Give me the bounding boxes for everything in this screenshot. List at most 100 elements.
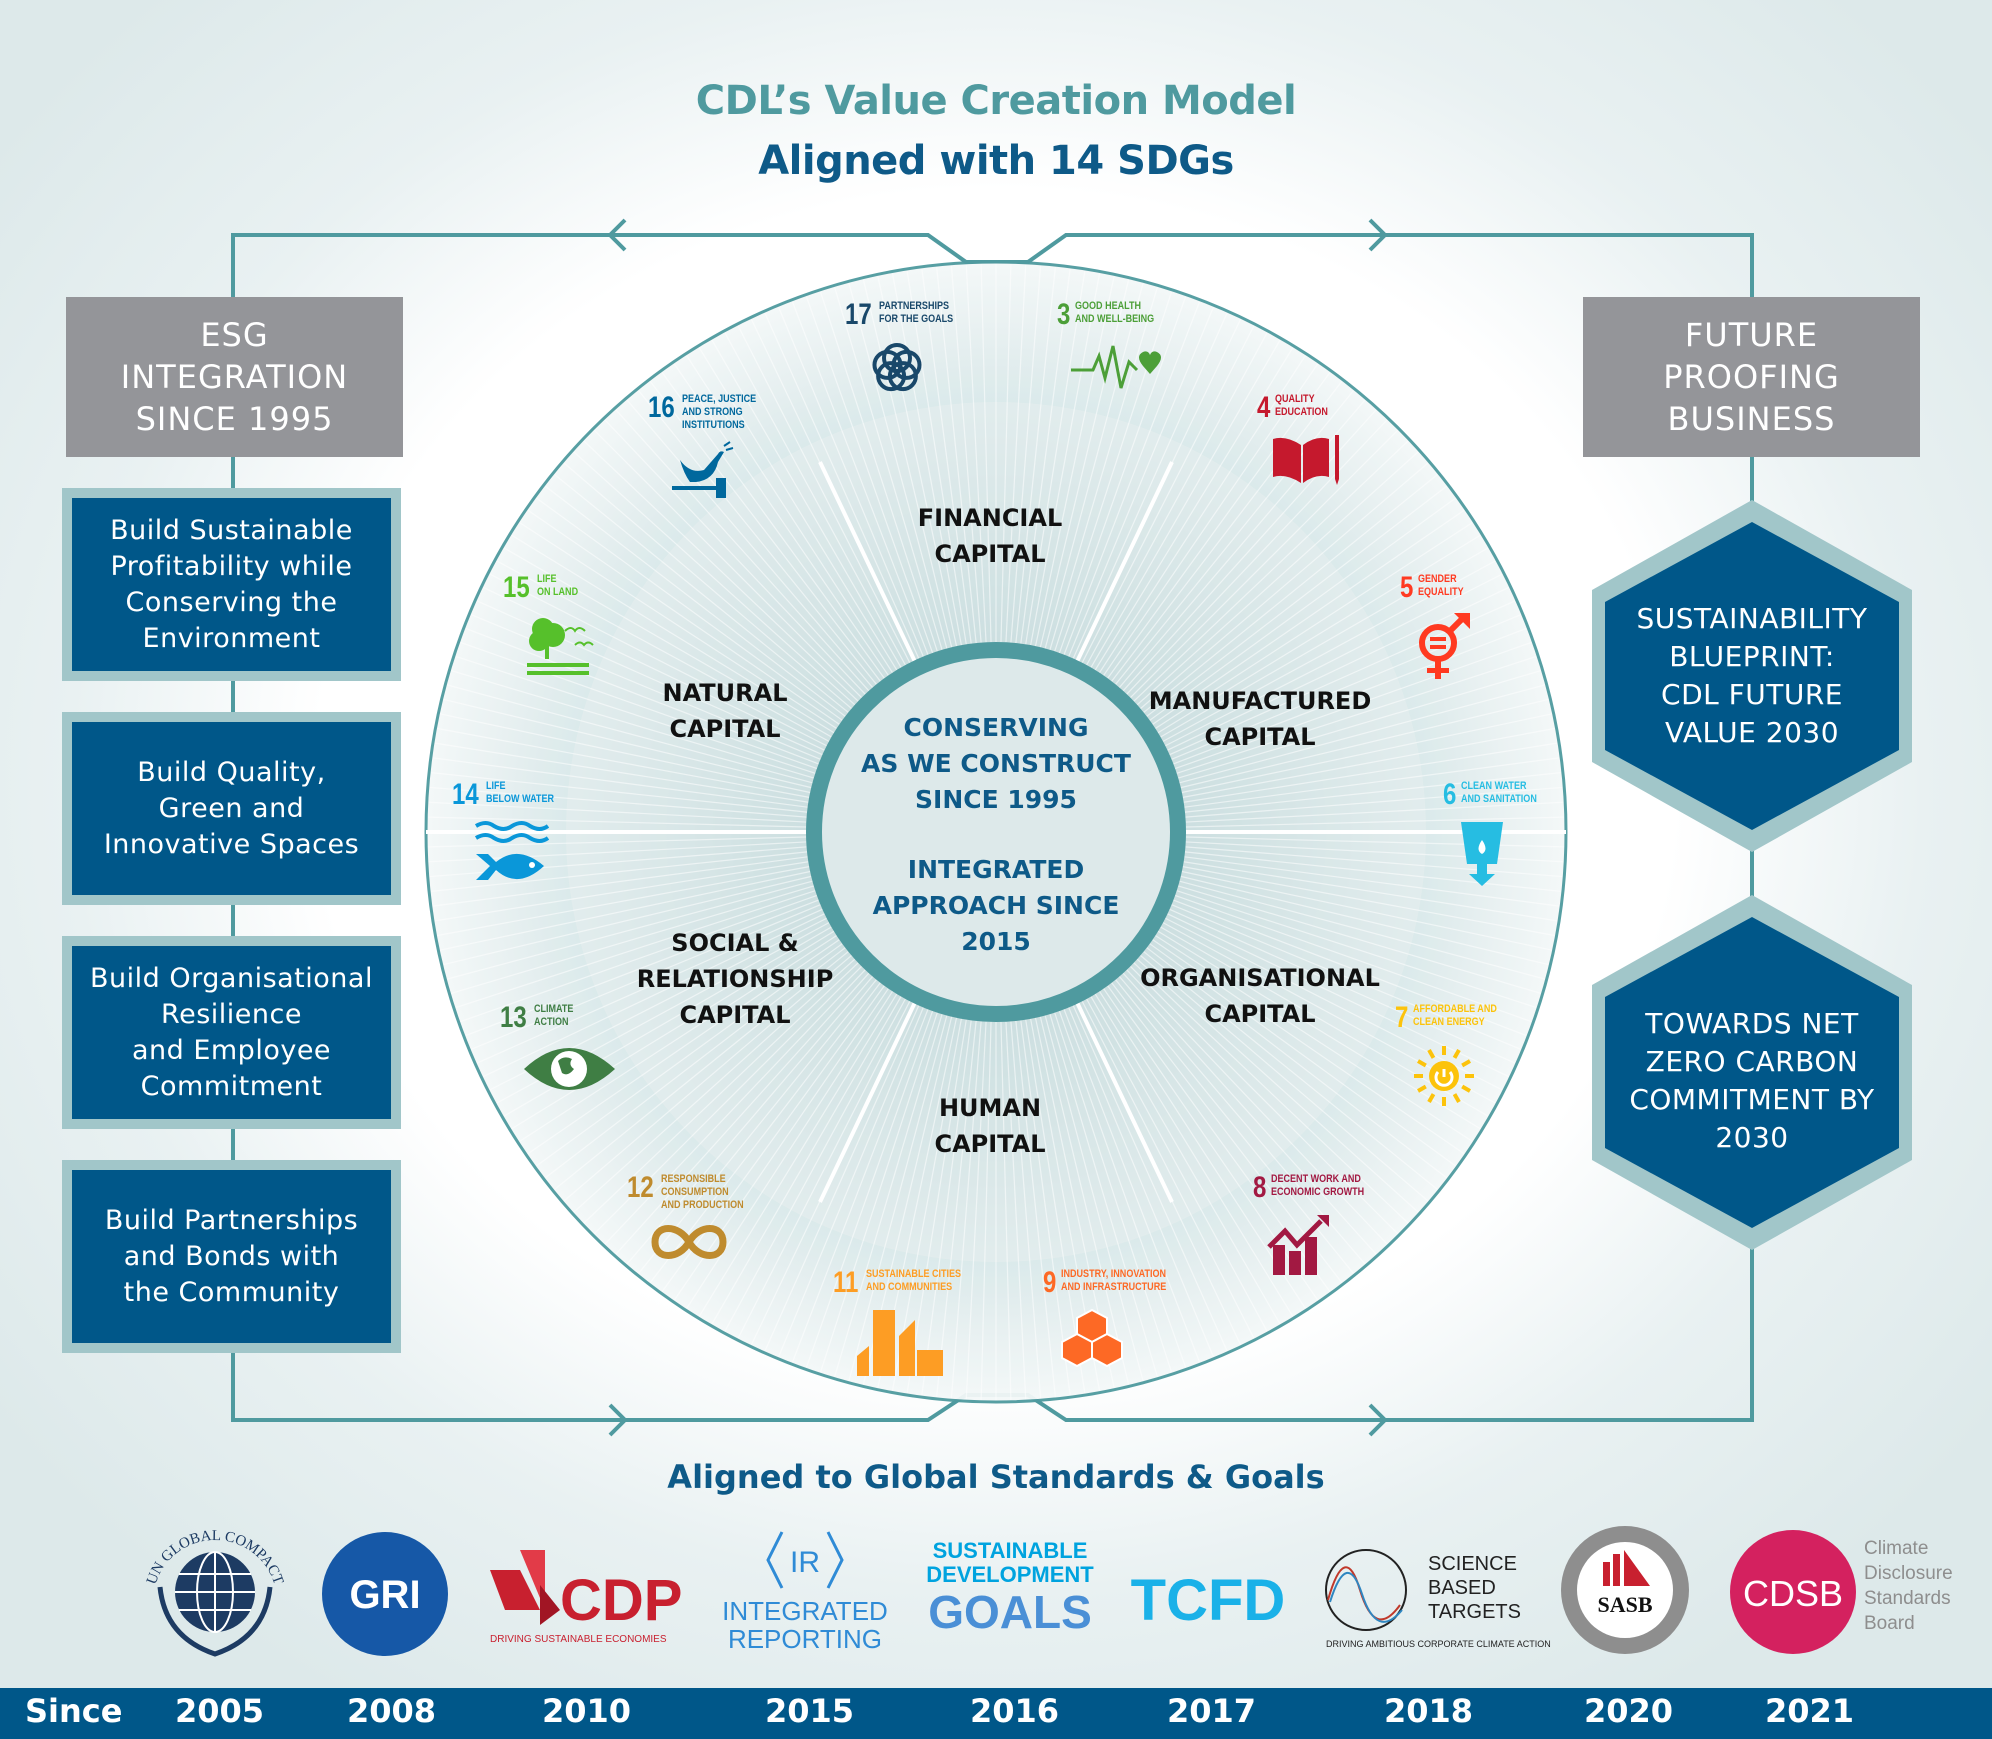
sdgs-line2: DEVELOPMENT: [926, 1562, 1094, 1587]
wheel-ray: [1126, 969, 1388, 1245]
sasb-logo: SASB: [1561, 1526, 1689, 1654]
sdg-6-badge: 6 CLEAN WATER AND SANITATION: [1443, 780, 1553, 892]
sdg-3-badge: 3 GOOD HEALTH AND WELL-BEING: [1057, 300, 1171, 397]
wheel-ray: [1103, 363, 1319, 676]
sdg-4-badge: 4 QUALITY EDUCATION: [1257, 393, 1346, 490]
wheel-ray: [1149, 497, 1456, 721]
capital-manufactured: MANUFACTURED CAPITAL: [1130, 683, 1390, 755]
sdg-label: CLIMATE ACTION: [534, 1003, 574, 1028]
wheel-ray: [432, 856, 808, 907]
sdg-label: RESPONSIBLE CONSUMPTION AND PRODUCTION: [661, 1173, 745, 1211]
wheel-ray: [460, 894, 818, 1023]
capital-line: CAPITAL: [669, 715, 781, 743]
integrated-reporting-logo: IR INTEGRATED REPORTING: [722, 1531, 888, 1654]
wheel-ray: [877, 276, 958, 647]
sdg-8-badge: 8 DECENT WORK AND ECONOMIC GROWTH: [1253, 1173, 1384, 1280]
goal-line: Commitment: [140, 1070, 323, 1102]
wheel-ray: [950, 265, 982, 643]
wheel-ray: [503, 547, 832, 738]
wheel-ray: [432, 757, 808, 808]
wheel-ray: [661, 985, 885, 1292]
wheel-ray: [626, 399, 874, 688]
capital-organisational: ORGANISATIONAL CAPITAL: [1130, 960, 1390, 1032]
wheel-ray: [1122, 972, 1377, 1255]
wheel-ray: [936, 267, 977, 644]
tcfd-logo: TCFD: [1131, 1568, 1286, 1633]
wheel-ray: [980, 1021, 992, 1400]
capital-line: MANUFACTURED: [1148, 687, 1372, 715]
cdsb-line2: Disclosure: [1864, 1563, 1953, 1584]
wheel-ray: [437, 727, 810, 798]
wheel-ray: [1107, 372, 1331, 679]
cdsb-logo: CDSB Climate Disclosure Standards Board: [1730, 1530, 1953, 1654]
wheel-ray: [1039, 1016, 1130, 1385]
wheel-ray: [1020, 1020, 1071, 1396]
wheel-ray: [563, 954, 852, 1202]
wheel-ray: [1072, 312, 1228, 659]
wheel-ray: [1184, 856, 1560, 907]
year-2020: 2020: [1584, 1692, 1674, 1730]
cdp-tagline: DRIVING SUSTAINABLE ECONOMIES: [490, 1634, 667, 1645]
hex-line: ZERO CARBON: [1645, 1045, 1859, 1078]
sun-power-icon: [1409, 1041, 1515, 1115]
wheel-ray: [583, 962, 859, 1224]
wheel-ray: [724, 332, 906, 666]
capital-line: HUMAN: [938, 1094, 1042, 1122]
goal-line: the Community: [123, 1276, 340, 1308]
wheel-ray: [1068, 307, 1214, 657]
center-line: SINCE 1995: [915, 785, 1077, 814]
wheel-ray: [1183, 861, 1558, 922]
page-subtitle: Aligned with 14 SDGs: [758, 138, 1234, 184]
un-global-compact-logo: UN GLOBAL COMPACT: [144, 1528, 286, 1657]
heading-line: FUTURE: [1684, 316, 1819, 354]
wheel-ray: [545, 485, 846, 717]
wheel-ray: [819, 291, 938, 652]
sbt-tagline: DRIVING AMBITIOUS CORPORATE CLIMATE ACTI…: [1326, 1639, 1551, 1649]
wheel-ray: [615, 972, 870, 1255]
wheel-ray: [460, 641, 818, 770]
wheel-ray: [834, 1014, 943, 1377]
wheel-ray: [936, 1020, 977, 1397]
wheel-ray: [711, 996, 902, 1325]
gri-text: GRI: [349, 1573, 420, 1617]
wheel-ray: [1181, 870, 1552, 951]
wheel-ray: [1129, 429, 1399, 699]
wheel-ray: [649, 982, 881, 1283]
wheel-ray: [1000, 264, 1012, 643]
wheel-ray: [1167, 913, 1509, 1078]
wheel-ray: [711, 339, 902, 668]
eye-globe-icon: [522, 1041, 617, 1100]
wheel-ray: [1155, 934, 1473, 1142]
sdg-label: CLEAN WATER AND SANITATION: [1460, 780, 1537, 805]
page-title: CDL’s Value Creation Model: [695, 78, 1297, 124]
water-glass-icon: [1457, 818, 1553, 892]
sdgs-line3: GOALS: [928, 1586, 1092, 1638]
wheel-ray: [1081, 325, 1255, 663]
sdg-header: 7 AFFORDABLE AND CLEAN ENERGY: [1395, 1003, 1515, 1033]
wheel-ray: [764, 1005, 920, 1352]
hexagon-blueprint: [1592, 500, 1912, 852]
capital-natural: NATURAL CAPITAL: [595, 675, 855, 747]
book-pencil-icon: [1271, 431, 1346, 490]
sdg-header: 16 PEACE, JUSTICE AND STRONG INSTITUTION…: [648, 393, 773, 432]
goal-line: Build Partnerships: [104, 1204, 359, 1236]
hex-line: VALUE 2030: [1664, 716, 1840, 749]
wheel-ray: [649, 381, 881, 682]
wheel-ray: [1025, 1019, 1086, 1394]
wheel-ray: [1140, 954, 1429, 1202]
wheel-ray: [1143, 951, 1438, 1190]
sdg-16-badge: 16 PEACE, JUSTICE AND STRONG INSTITUTION…: [648, 393, 773, 504]
wheel-ray: [545, 947, 846, 1179]
cubes-icon: [1057, 1306, 1189, 1380]
wheel-ray: [1176, 655, 1537, 774]
wheel-ray: [1000, 1021, 1012, 1400]
city-icon: [855, 1306, 982, 1380]
wheel-ray: [1157, 930, 1481, 1130]
wheel-ray: [1146, 485, 1447, 717]
sdgs-logo: SUSTAINABLE DEVELOPMENT GOALS: [926, 1538, 1094, 1638]
wheel-ray: [519, 934, 837, 1142]
wheel-ray: [778, 307, 924, 657]
sdg-number: 7: [1395, 1001, 1409, 1034]
center-line: APPROACH SINCE: [872, 891, 1120, 920]
wheel-ray: [496, 560, 830, 742]
